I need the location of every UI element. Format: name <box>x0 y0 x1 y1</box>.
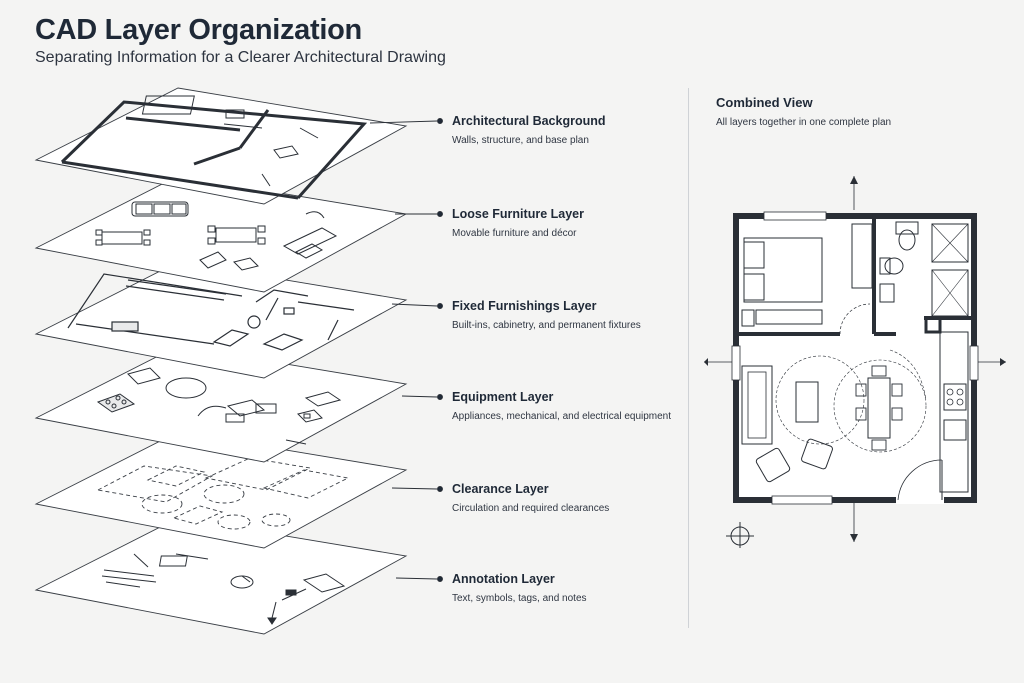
layer-name: Architectural Background <box>452 114 606 128</box>
layer-name: Equipment Layer <box>452 390 554 404</box>
layer-description: Walls, structure, and base plan <box>452 135 589 146</box>
layer-description: Movable furniture and décor <box>452 228 577 239</box>
layer-label-loose-furniture: Loose Furniture Layer Movable furniture … <box>452 207 692 239</box>
layer-label-architectural-background: Architectural Background Walls, structur… <box>452 114 692 146</box>
combined-floor-plan <box>704 176 1006 548</box>
combined-view-subtitle: All layers together in one complete plan <box>716 117 892 128</box>
page-subtitle: Separating Information for a Clearer Arc… <box>35 49 446 66</box>
layer-description: Appliances, mechanical, and electrical e… <box>452 411 672 422</box>
equipment-layer-sheet <box>35 345 407 463</box>
panel-divider <box>688 88 689 628</box>
layer-name: Annotation Layer <box>452 572 555 586</box>
layer-name: Loose Furniture Layer <box>452 207 584 221</box>
layer-name: Clearance Layer <box>452 482 549 496</box>
fixed-furnishings-layer-sheet <box>35 261 407 379</box>
clearance-layer-sheet <box>35 431 407 549</box>
loose-furniture-layer-sheet <box>35 175 407 293</box>
layer-description: Built-ins, cabinetry, and permanent fixt… <box>452 320 641 331</box>
layer-label-clearance: Clearance Layer Circulation and required… <box>452 482 692 514</box>
layer-description: Text, symbols, tags, and notes <box>452 593 587 604</box>
layer-label-fixed-furnishings: Fixed Furnishings Layer Built-ins, cabin… <box>452 299 692 331</box>
layer-label-equipment: Equipment Layer Appliances, mechanical, … <box>452 390 692 422</box>
annotation-layer-sheet <box>35 517 407 635</box>
page-title: CAD Layer Organization <box>35 14 362 46</box>
leader-lines <box>369 118 443 582</box>
layer-stack-diagram <box>35 87 443 635</box>
architectural-background-layer-sheet <box>35 87 407 205</box>
layer-name: Fixed Furnishings Layer <box>452 299 597 313</box>
compass-icon <box>726 522 754 548</box>
combined-view-title: Combined View <box>716 95 813 110</box>
layer-description: Circulation and required clearances <box>452 503 610 514</box>
layer-label-annotation: Annotation Layer Text, symbols, tags, an… <box>452 572 692 604</box>
